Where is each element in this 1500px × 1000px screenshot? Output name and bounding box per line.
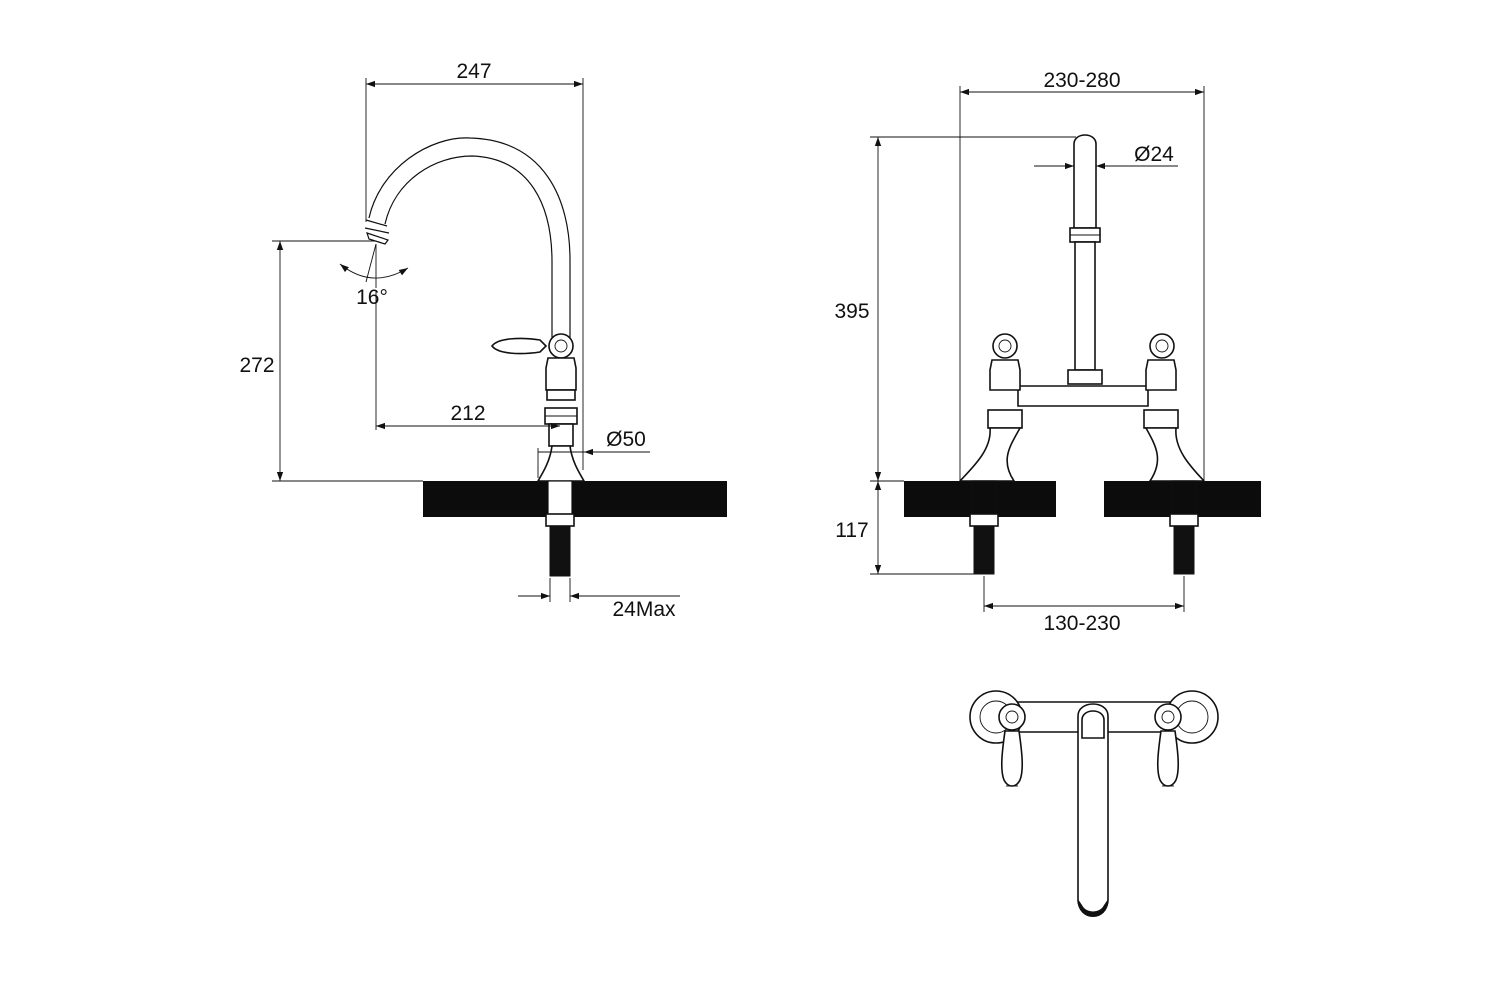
top-spout-tip (1077, 898, 1109, 917)
side-spout-inner (384, 155, 553, 338)
front-right-leg (1144, 427, 1206, 482)
front-left-nut (987, 409, 1023, 429)
side-shank-nut (545, 513, 575, 527)
side-dim-thread-label: 24Max (612, 598, 676, 621)
side-valve-collar (546, 389, 576, 401)
top-right-valve-inner (1161, 710, 1175, 724)
front-dim-centres-label: 230-280 (1043, 69, 1120, 92)
side-thread (549, 525, 571, 577)
front-left-handle-inner (998, 339, 1012, 353)
front-right-valve-body (1145, 359, 1177, 391)
front-left-valve-body (989, 359, 1021, 391)
front-spout-collar (1067, 369, 1103, 385)
side-angle-ray-left (365, 243, 377, 283)
front-right-handle (1149, 333, 1175, 359)
front-dim-hole-spacing-label: 130-230 (1043, 612, 1120, 635)
side-dim-angle-label: 16° (356, 286, 388, 309)
front-dim-below-deck-label: 117 (835, 519, 868, 542)
top-left-lever (1000, 730, 1024, 787)
front-right-handle-inner (1155, 339, 1169, 353)
front-left-leg (958, 427, 1022, 482)
front-spout (1073, 134, 1097, 229)
side-valve-cap-inner (554, 339, 568, 353)
side-base-flange (536, 445, 586, 482)
side-nozzle (364, 219, 390, 245)
front-right-thread (1173, 525, 1195, 575)
side-stem (548, 423, 574, 447)
top-right-lever (1156, 730, 1180, 787)
front-dim-height-label: 395 (834, 300, 869, 323)
top-view (969, 690, 1219, 917)
top-right-valve (1154, 703, 1182, 731)
front-bridge (1017, 385, 1149, 407)
side-dim-body-dia-label: Ø50 (606, 428, 646, 451)
top-left-valve-inner (1005, 710, 1019, 724)
front-dim-spout-dia-label: Ø24 (1134, 143, 1174, 166)
front-spout-pipe (1074, 241, 1096, 371)
side-spout-outer (368, 137, 571, 338)
side-dim-width-label: 247 (456, 60, 491, 83)
front-deck-right (1104, 481, 1261, 517)
side-view: 247 272 16° 212 Ø50 24Max (239, 60, 727, 621)
side-angle-arc (339, 263, 409, 279)
front-left-handle (992, 333, 1018, 359)
side-dim-height-label: 272 (239, 354, 274, 377)
top-spout-inner (1081, 710, 1105, 739)
front-deck-left (904, 481, 1056, 517)
side-dim-reach-label: 212 (450, 402, 485, 425)
side-deck-slab (423, 481, 727, 517)
front-view: 230-280 Ø24 395 117 130-230 (834, 69, 1261, 635)
top-left-valve (998, 703, 1026, 731)
side-valve-cap (548, 333, 574, 359)
side-shank-light (548, 481, 572, 517)
front-left-shank-nut (969, 513, 999, 527)
front-right-shank-nut (1169, 513, 1199, 527)
front-right-nut (1143, 409, 1179, 429)
side-valve-body (545, 357, 577, 391)
side-lever-handle (490, 337, 548, 355)
front-left-thread (973, 525, 995, 575)
